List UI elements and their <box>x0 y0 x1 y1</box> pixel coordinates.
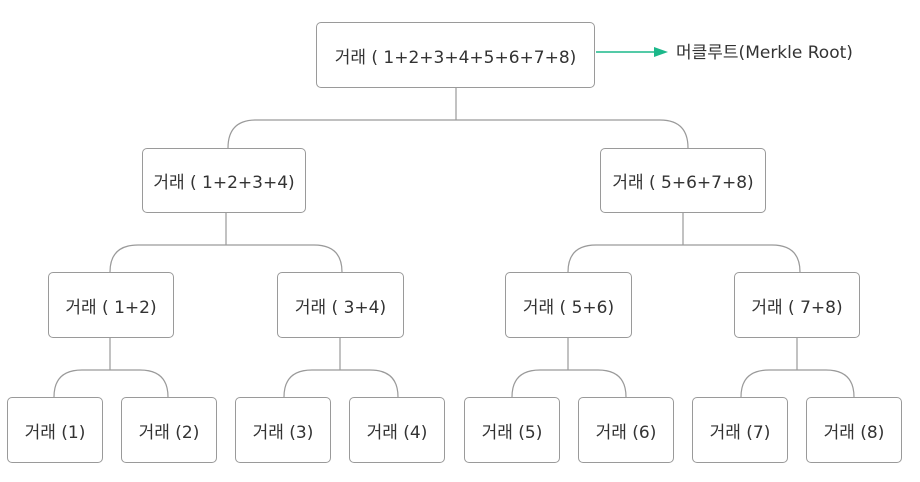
connector-l1-left <box>109 213 343 273</box>
level2-node-label: 거래 ( 5+6) <box>522 297 615 318</box>
leaf-node-label: 거래 (8) <box>823 422 885 443</box>
root-arrow-head <box>654 47 668 57</box>
level2-node-label: 거래 ( 7+8) <box>751 297 843 318</box>
leaf-node-label: 거래 (6) <box>595 422 657 443</box>
connector-l1-right <box>567 213 801 273</box>
root-node-label: 거래 ( 1+2+3+4+5+6+7+8) <box>334 47 577 68</box>
level1-node-right: 거래 ( 5+6+7+8) <box>600 148 766 213</box>
level2-node-label: 거래 ( 3+4) <box>294 297 387 318</box>
leaf-node-2: 거래 (2) <box>121 397 217 463</box>
leaf-node-1: 거래 (1) <box>7 397 103 463</box>
level1-node-label: 거래 ( 5+6+7+8) <box>612 173 754 193</box>
leaf-node-label: 거래 (3) <box>252 422 314 443</box>
connector-l2-1 <box>53 338 169 398</box>
leaf-node-5: 거래 (5) <box>464 397 560 463</box>
level1-node-label: 거래 ( 1+2+3+4) <box>153 173 295 193</box>
level2-node-2: 거래 ( 3+4) <box>277 272 404 338</box>
connector-l2-3 <box>511 338 627 398</box>
leaf-node-8: 거래 (8) <box>806 397 902 463</box>
connector-l2-2 <box>283 338 399 398</box>
leaf-node-label: 거래 (7) <box>709 422 771 443</box>
root-node: 거래 ( 1+2+3+4+5+6+7+8) <box>316 22 595 88</box>
level2-node-label: 거래 ( 1+2) <box>65 297 157 318</box>
level2-node-4: 거래 ( 7+8) <box>734 272 860 338</box>
leaf-node-7: 거래 (7) <box>692 397 788 463</box>
level1-node-left: 거래 ( 1+2+3+4) <box>142 148 306 213</box>
leaf-node-3: 거래 (3) <box>235 397 331 463</box>
level2-node-3: 거래 ( 5+6) <box>505 272 632 338</box>
leaf-node-label: 거래 (1) <box>24 422 86 443</box>
leaf-node-6: 거래 (6) <box>578 397 674 463</box>
level2-node-1: 거래 ( 1+2) <box>48 272 174 338</box>
connector-l2-4 <box>740 338 855 398</box>
merkle-root-label: 머클루트(Merkle Root) <box>676 43 853 63</box>
leaf-node-label: 거래 (4) <box>366 422 428 443</box>
connector-root <box>227 88 689 149</box>
leaf-node-label: 거래 (2) <box>138 422 200 443</box>
leaf-node-label: 거래 (5) <box>481 422 543 443</box>
leaf-node-4: 거래 (4) <box>349 397 445 463</box>
